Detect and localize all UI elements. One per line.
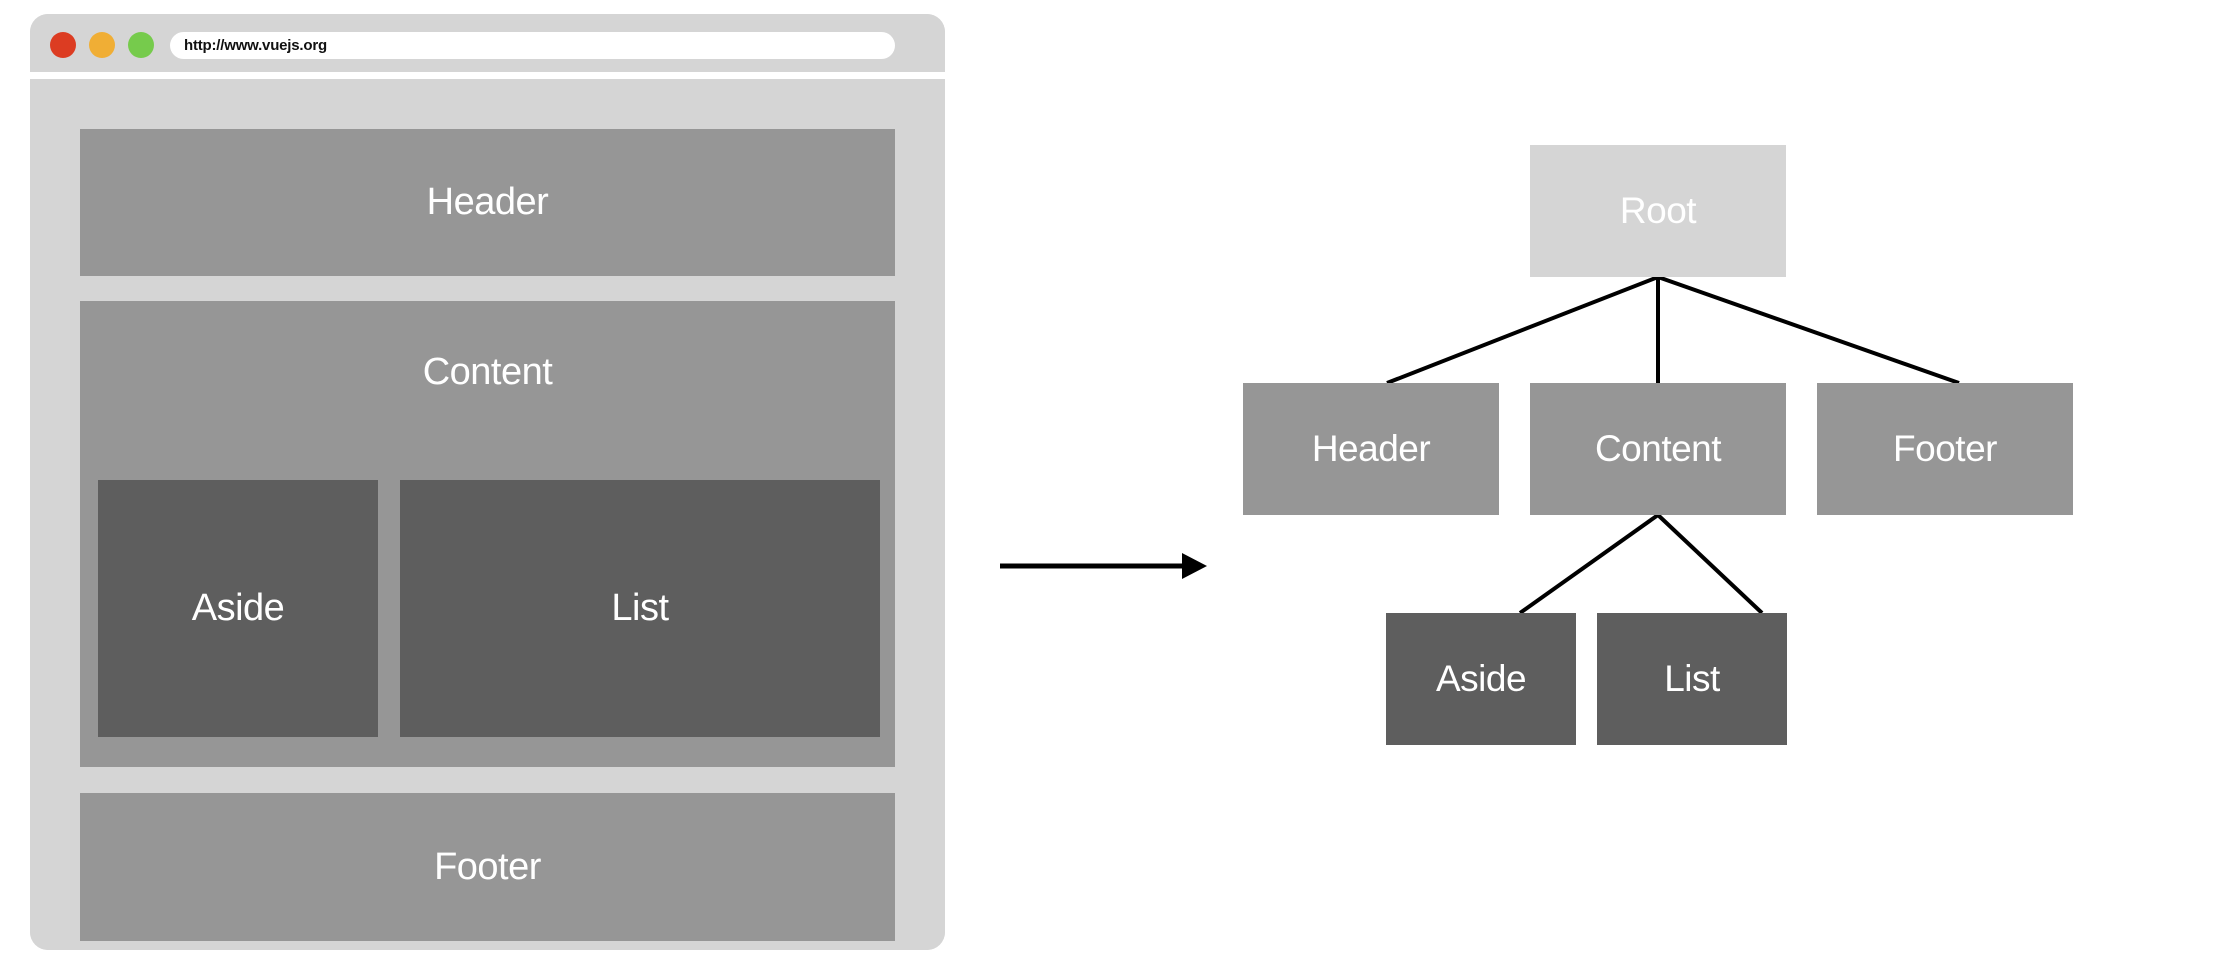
connector-root-header (1386, 275, 1659, 385)
tree-node-root: Root (1530, 145, 1786, 277)
tree-node-header: Header (1243, 383, 1499, 515)
maximize-window-button[interactable] (128, 32, 154, 58)
tree-node-content-label: Content (1594, 428, 1722, 469)
connector-content-aside (1518, 513, 1660, 615)
page-block-content-label: Content (422, 351, 553, 393)
tree-connectors-and-arrow (1000, 275, 1960, 615)
tree-node-aside: Aside (1386, 613, 1576, 745)
browser-viewport: Header Content Aside List Footer (30, 79, 945, 950)
page-block-list-label: List (611, 587, 669, 629)
tree-node-aside-label: Aside (1435, 658, 1527, 699)
connector-content-list (1656, 513, 1764, 615)
tree-node-list: List (1597, 613, 1787, 745)
page-block-header: Header (80, 129, 895, 276)
traffic-light-group (50, 32, 154, 58)
close-window-button[interactable] (50, 32, 76, 58)
tree-node-footer-label: Footer (1893, 428, 1997, 469)
component-tree-diagram: Root Header Content Footer Aside List (990, 0, 2229, 975)
minimize-window-button[interactable] (89, 32, 115, 58)
browser-titlebar: http://www.vuejs.org (30, 14, 945, 72)
tree-node-content: Content (1530, 383, 1786, 515)
page-block-footer-label: Footer (434, 845, 541, 888)
titlebar-divider (30, 72, 945, 79)
page-block-content: Content Aside List (80, 301, 895, 767)
tree-node-list-label: List (1664, 658, 1720, 699)
page-block-footer: Footer (80, 793, 895, 941)
tree-node-root-label: Root (1619, 190, 1697, 231)
arrow-right-icon (1000, 553, 1207, 579)
address-bar[interactable]: http://www.vuejs.org (170, 32, 895, 59)
browser-window-mockup: http://www.vuejs.org Header Content Asid… (30, 14, 945, 950)
page-block-header-label: Header (426, 181, 549, 223)
url-input[interactable]: http://www.vuejs.org (184, 37, 327, 54)
page-block-aside-label: Aside (191, 587, 285, 629)
page-block-aside: Aside (98, 480, 378, 737)
connector-root-footer (1657, 275, 1960, 385)
tree-node-footer: Footer (1817, 383, 2073, 515)
page-block-list: List (400, 480, 880, 737)
tree-node-header-label: Header (1311, 428, 1431, 469)
